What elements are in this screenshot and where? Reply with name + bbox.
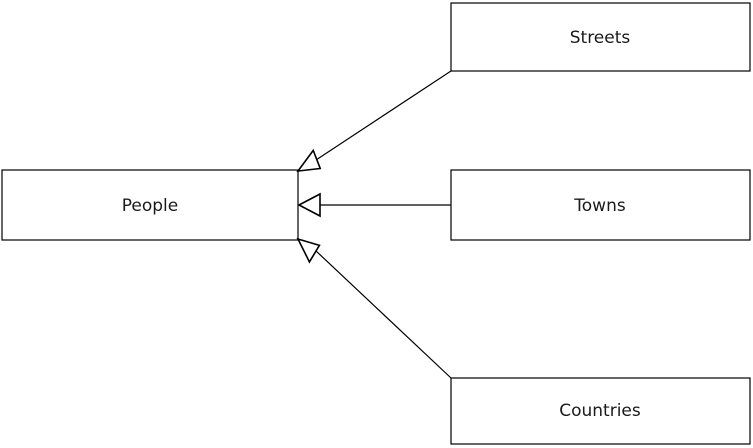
connector-people-streets[interactable] <box>315 70 452 161</box>
entity-people-label: People <box>122 196 178 216</box>
entity-towns-label: Towns <box>573 196 626 216</box>
entity-countries-label: Countries <box>559 401 641 421</box>
entity-people-box[interactable] <box>1 169 299 241</box>
arrowhead-people-towns-icon <box>297 192 321 218</box>
entity-streets[interactable]: Streets <box>450 2 751 72</box>
entity-countries[interactable]: Countries <box>450 377 751 445</box>
entity-towns-box[interactable] <box>450 169 751 241</box>
entity-towns[interactable]: Towns <box>450 169 751 241</box>
entity-streets-label: Streets <box>570 28 631 48</box>
connector-people-countries[interactable] <box>314 249 452 379</box>
entity-people[interactable]: People <box>1 169 299 241</box>
arrowhead-people-countries-icon <box>296 237 321 264</box>
entity-countries-box[interactable] <box>450 377 751 445</box>
arrowhead-people-streets-icon <box>296 148 322 173</box>
connector-layer <box>314 70 452 379</box>
entity-streets-box[interactable] <box>450 2 751 72</box>
arrowhead-layer <box>296 148 322 264</box>
